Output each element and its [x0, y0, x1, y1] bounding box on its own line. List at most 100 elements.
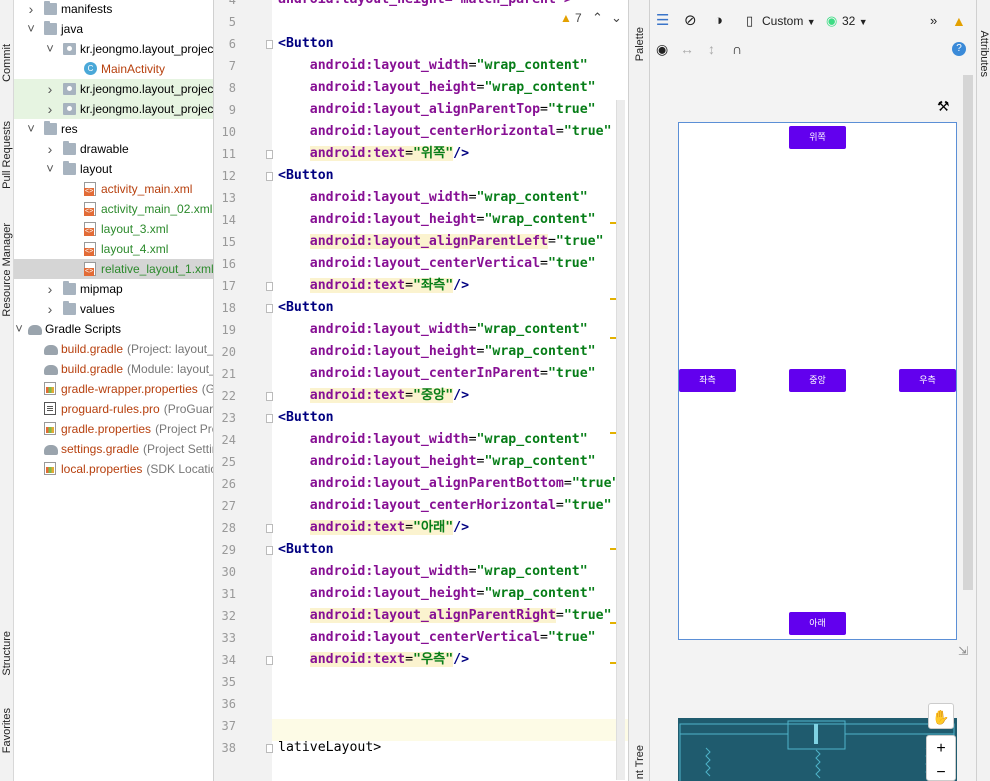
code-token: layout_centerHorizontal: [373, 124, 556, 139]
tree-item[interactable]: settings.gradle(Project Settings): [14, 439, 213, 459]
fold-marker-icon[interactable]: [266, 546, 273, 555]
chevron-right-icon[interactable]: ›: [47, 301, 53, 317]
fold-marker-icon[interactable]: [266, 392, 273, 401]
fold-marker-icon[interactable]: [266, 40, 273, 49]
resource-manager-tab[interactable]: Resource Manager: [0, 216, 14, 324]
tree-item[interactable]: ›kr.jeongmo.layout_project: [14, 99, 213, 119]
fold-marker-icon[interactable]: [266, 414, 273, 423]
tree-item[interactable]: ˅kr.jeongmo.layout_project: [14, 39, 213, 59]
orientation-icon[interactable]: ⊘: [684, 12, 697, 29]
tree-item[interactable]: ˅res: [14, 119, 213, 139]
button-center[interactable]: 중앙: [789, 369, 846, 392]
tree-item-label: settings.gradle: [61, 442, 140, 456]
zoom-out-button[interactable]: −: [936, 764, 946, 781]
tree-item-text: build.gradle(Module: layout_project.app): [61, 359, 213, 379]
tree-item[interactable]: build.gradle(Project: layout_project): [14, 339, 213, 359]
tree-item[interactable]: ›kr.jeongmo.layout_project: [14, 79, 213, 99]
chevron-down-icon[interactable]: ˅: [27, 121, 35, 136]
tree-item[interactable]: layout_3.xml: [14, 219, 213, 239]
pull-requests-tab[interactable]: Pull Requests: [0, 110, 14, 200]
tree-item[interactable]: build.gradle(Module: layout_project.app): [14, 359, 213, 379]
api-selector[interactable]: 32 ▼: [842, 11, 868, 31]
button-bottom[interactable]: 아래: [789, 612, 846, 635]
chevron-right-icon[interactable]: ›: [47, 101, 53, 117]
magnet-icon[interactable]: ∩: [732, 41, 743, 57]
tree-item[interactable]: ˅layout: [14, 159, 213, 179]
pan-hand-icon[interactable]: ✋: [928, 703, 954, 729]
chevron-right-icon[interactable]: ›: [28, 1, 34, 17]
button-right[interactable]: 우측: [899, 369, 956, 392]
fold-marker-icon[interactable]: [266, 744, 273, 753]
code-token: =: [405, 278, 414, 293]
tree-item[interactable]: ›mipmap: [14, 279, 213, 299]
device-selector[interactable]: Custom ▼: [762, 11, 816, 31]
eye-icon[interactable]: ◉: [656, 41, 669, 57]
chevron-right-icon[interactable]: ›: [47, 281, 53, 297]
tree-item[interactable]: ˅java: [14, 19, 213, 39]
chevron-down-icon[interactable]: ˅: [46, 161, 54, 176]
prev-highlight-icon[interactable]: ⌃: [592, 10, 603, 25]
tree-item[interactable]: ›drawable: [14, 139, 213, 159]
fold-marker-icon[interactable]: [266, 656, 273, 665]
tree-item[interactable]: activity_main.xml: [14, 179, 213, 199]
commit-tab[interactable]: Commit: [0, 30, 14, 96]
editor-scrollbar[interactable]: [616, 100, 625, 780]
chevron-down-icon[interactable]: ˅: [46, 41, 54, 56]
fold-marker-icon[interactable]: [266, 304, 273, 313]
wrench-icon[interactable]: ⚒: [937, 98, 950, 114]
button-left[interactable]: 좌측: [679, 369, 736, 392]
right-tool-strip: Attributes: [976, 0, 990, 781]
tree-item[interactable]: ˅Gradle Scripts: [14, 319, 213, 339]
night-mode-icon[interactable]: ◑: [714, 12, 724, 29]
favorites-tab[interactable]: Favorites: [0, 700, 14, 762]
attributes-tab[interactable]: Attributes: [977, 14, 990, 94]
tree-item[interactable]: local.properties(SDK Location): [14, 459, 213, 479]
tree-item[interactable]: relative_layout_1.xml: [14, 259, 213, 279]
blueprint-preview[interactable]: [678, 718, 957, 781]
layers-icon[interactable]: ☰: [656, 12, 670, 29]
chevron-down-icon[interactable]: ˅: [15, 321, 23, 336]
button-top[interactable]: 위쪽: [789, 126, 846, 149]
next-highlight-icon[interactable]: ⌄: [611, 10, 622, 25]
tree-item[interactable]: activity_main_02.xml: [14, 199, 213, 219]
design-scrollbar[interactable]: [963, 75, 973, 590]
warning-count: 7: [575, 11, 582, 25]
fold-marker-icon[interactable]: [266, 150, 273, 159]
horizontal-resize-icon[interactable]: ↔: [680, 41, 694, 57]
tree-item[interactable]: gradle.properties(Project Properties): [14, 419, 213, 439]
help-icon[interactable]: ?: [952, 42, 966, 56]
overflow-icon[interactable]: »: [930, 13, 938, 28]
current-line-highlight: [272, 719, 628, 741]
tree-item[interactable]: ›values: [14, 299, 213, 319]
code-token: [278, 58, 310, 73]
tree-item[interactable]: proguard-rules.pro(ProGuard Rules): [14, 399, 213, 419]
tree-item-note: (SDK Location): [146, 462, 213, 476]
code-line: android:layout_width="wrap_content": [278, 319, 588, 341]
tree-item[interactable]: layout_4.xml: [14, 239, 213, 259]
zoom-in-button[interactable]: +: [936, 740, 946, 757]
chevron-down-icon[interactable]: ˅: [27, 21, 35, 36]
component-tree-tab[interactable]: nt Tree: [633, 740, 647, 781]
structure-tab[interactable]: Structure: [0, 620, 14, 686]
fold-marker-icon[interactable]: [266, 524, 273, 533]
tree-item[interactable]: ›manifests: [14, 0, 213, 19]
inspection-widget[interactable]: ▲ 7 ⌃ ⌄: [548, 6, 628, 30]
device-preview[interactable]: 위쪽 좌측 중앙 우측 아래: [678, 122, 957, 640]
resize-handle-icon[interactable]: ⇲: [958, 644, 969, 658]
chevron-right-icon[interactable]: ›: [47, 81, 53, 97]
tree-item[interactable]: gradle-wrapper.properties(Gradle Version…: [14, 379, 213, 399]
line-number: 23: [221, 411, 236, 425]
warning-icon[interactable]: ▲: [952, 13, 966, 29]
vertical-resize-icon[interactable]: ↕: [708, 41, 715, 57]
fold-marker-icon[interactable]: [266, 172, 273, 181]
code-line: android:layout_height="wrap_content": [278, 341, 596, 363]
code-token: />: [453, 146, 470, 161]
palette-tab[interactable]: Palette: [633, 14, 647, 74]
code-token: android:: [309, 278, 374, 293]
fold-marker-icon[interactable]: [266, 282, 273, 291]
code-token: "우측": [413, 652, 454, 667]
code-token: layout_height: [373, 454, 477, 469]
chevron-right-icon[interactable]: ›: [47, 141, 53, 157]
